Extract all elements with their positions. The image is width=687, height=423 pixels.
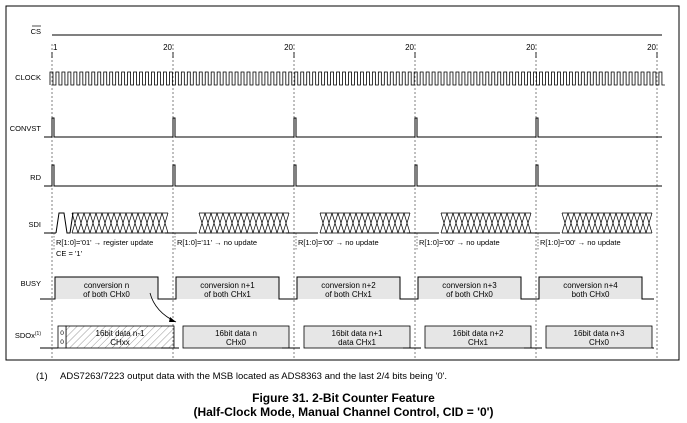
sdo-box-line1: 16bit data n-1 bbox=[96, 329, 145, 338]
busy-edge bbox=[40, 276, 170, 300]
busy-label: BUSY bbox=[21, 279, 41, 288]
sdi-annotation: R[1:0]='11' → no update bbox=[177, 238, 257, 247]
timing-diagram: CS CLOCK CONVST RD SDI BUSY SDOx(1) 1 20 2… bbox=[5, 5, 680, 361]
busy-box-line1: conversion n bbox=[84, 281, 129, 290]
sdi-data bbox=[71, 212, 169, 234]
convst-label: CONVST bbox=[10, 124, 42, 133]
busy-box-line2: of both CHx0 bbox=[83, 290, 130, 299]
sdo-box-line2: CHx0 bbox=[589, 338, 610, 347]
tick-label-end: 20 bbox=[163, 43, 172, 52]
busy-edge bbox=[282, 276, 412, 300]
busy-edge bbox=[524, 276, 654, 300]
sdi-bus-edge bbox=[199, 212, 289, 234]
sdi-data bbox=[198, 212, 290, 234]
footnote: (1) ADS7263/7223 output data with the MSB… bbox=[36, 371, 447, 382]
tick-label-end: 20 bbox=[405, 43, 414, 52]
frame-ticks: 1 20 20 20 20 20 bbox=[51, 43, 658, 360]
convst-trace bbox=[44, 117, 662, 138]
ce-annotation: CE = '1' bbox=[56, 249, 83, 258]
sdi-annotation: R[1:0]='01' → register update bbox=[56, 238, 153, 247]
sdi-bus-edge bbox=[562, 212, 652, 234]
busy-box-line2: both CHx0 bbox=[572, 290, 610, 299]
sdo-data-box bbox=[545, 325, 653, 349]
sdo-data-box bbox=[182, 325, 290, 349]
busy-box-line1: conversion n+1 bbox=[200, 281, 255, 290]
sdo-counter-bit: 0 bbox=[60, 339, 64, 346]
sdo-label: SDOx(1) bbox=[15, 331, 41, 340]
sdi-bits bbox=[55, 212, 74, 234]
tick-label-end: 20 bbox=[284, 43, 293, 52]
footnote-number: (1) bbox=[36, 371, 48, 382]
sdi-data bbox=[319, 212, 411, 234]
busy-box-line2: of both CHx1 bbox=[325, 290, 372, 299]
busy-fill bbox=[539, 277, 642, 299]
rd-trace bbox=[44, 164, 662, 187]
tick-label-end: 20 bbox=[647, 43, 656, 52]
sdi-bus-edge bbox=[320, 212, 410, 234]
sdi-annotation: R[1:0]='00' → no update bbox=[298, 238, 379, 247]
sdi-data bbox=[440, 212, 532, 234]
tick-label-end: 20 bbox=[526, 43, 535, 52]
figure-title: Figure 31. 2-Bit Counter Feature bbox=[252, 391, 435, 405]
busy-fill bbox=[297, 277, 400, 299]
sdo-box-line2: data CHx1 bbox=[338, 338, 376, 347]
clock-trace bbox=[49, 71, 665, 86]
footnote-text: ADS7263/7223 output data with the MSB lo… bbox=[60, 371, 448, 382]
sdo-box-line1: 16bit data n+1 bbox=[332, 329, 383, 338]
sdi-annotation: R[1:0]='00' → no update bbox=[540, 238, 621, 247]
sdi-annotation: R[1:0]='00' → no update bbox=[419, 238, 500, 247]
sdi-label: SDI bbox=[28, 220, 41, 229]
sdi-trace: R[1:0]='01' → register update R[1:0]='11'… bbox=[44, 212, 653, 258]
clock-label: CLOCK bbox=[15, 73, 41, 82]
tick-label-start: 1 bbox=[53, 43, 58, 52]
busy-fill bbox=[418, 277, 521, 299]
sdo-box-line1: 16bit data n+3 bbox=[574, 329, 625, 338]
busy-box-line1: conversion n+4 bbox=[563, 281, 618, 290]
sdi-bus-edge bbox=[72, 212, 168, 234]
busy-fill bbox=[176, 277, 279, 299]
sdi-bus-edge bbox=[441, 212, 531, 234]
sdo-box-line2: CHxx bbox=[110, 338, 130, 347]
busy-box-line2: of both CHx1 bbox=[204, 290, 251, 299]
sdi-data bbox=[561, 212, 653, 234]
sdo-box-line2: CHx0 bbox=[226, 338, 247, 347]
sdo-box-line2: CHx1 bbox=[468, 338, 489, 347]
figure-subtitle: (Half-Clock Mode, Manual Channel Control… bbox=[193, 405, 494, 419]
sdo-data-box bbox=[424, 325, 532, 349]
busy-edge bbox=[161, 276, 291, 300]
busy-box-line1: conversion n+3 bbox=[442, 281, 497, 290]
sdo-counter-bit: 0 bbox=[60, 330, 64, 337]
data-transfer-arrowhead bbox=[169, 317, 176, 322]
sdo-box-line1: 16bit data n bbox=[215, 329, 257, 338]
sdo-box-line1: 16bit data n+2 bbox=[453, 329, 504, 338]
busy-box-line2: of both CHx0 bbox=[446, 290, 493, 299]
sdo-counter-box bbox=[57, 325, 67, 349]
cs-label: CS bbox=[31, 27, 41, 36]
busy-fill bbox=[55, 277, 158, 299]
busy-edge bbox=[403, 276, 533, 300]
sdo-data-box bbox=[303, 325, 411, 349]
diagram-frame bbox=[5, 5, 680, 361]
busy-box-line1: conversion n+2 bbox=[321, 281, 376, 290]
rd-label: RD bbox=[30, 173, 41, 182]
